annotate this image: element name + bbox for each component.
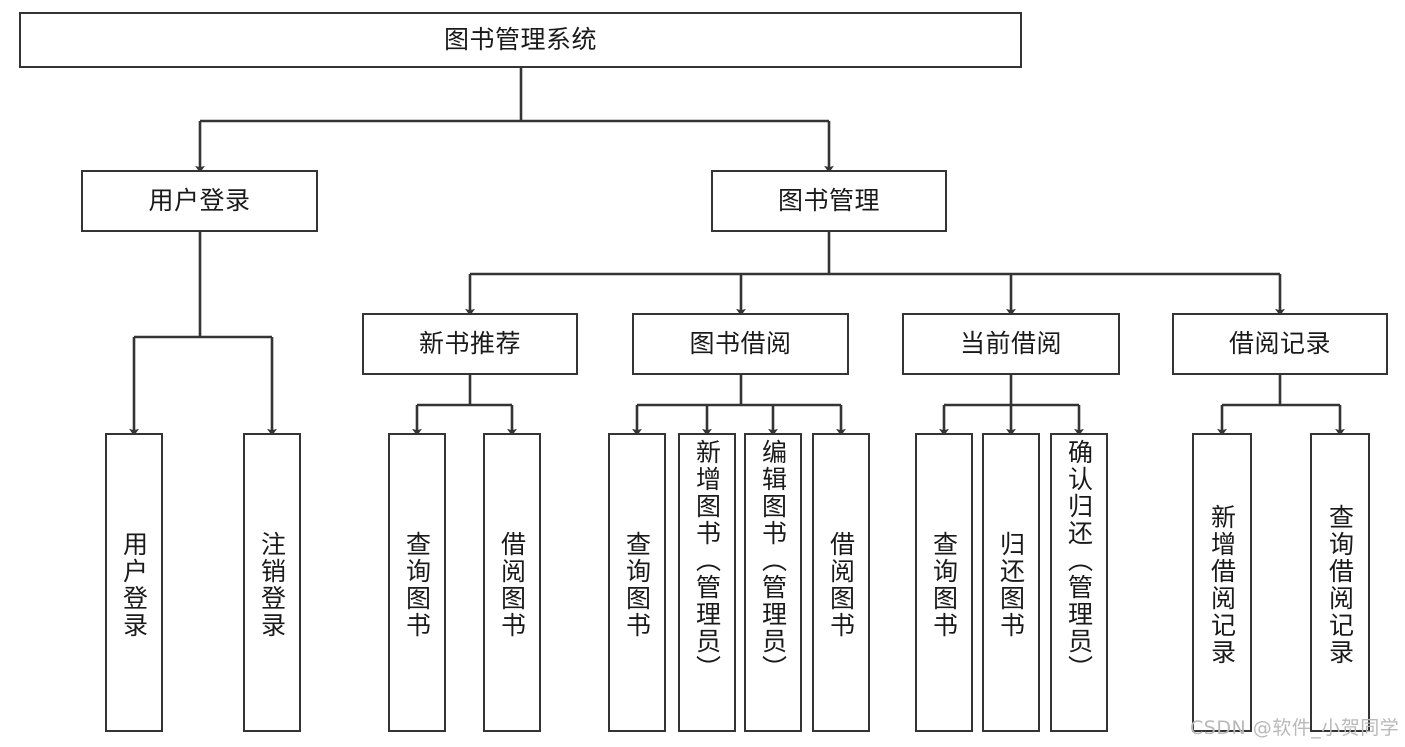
node-label: 借阅图书 xyxy=(497,530,527,639)
node-label: 新书推荐 xyxy=(418,328,521,358)
node-current-borrow[interactable]: 当前借阅 xyxy=(902,313,1120,375)
node-leaf-query-borrow-record[interactable]: 查询借阅记录 xyxy=(1310,433,1370,732)
node-label: 查询借阅记录 xyxy=(1325,503,1355,666)
node-label: 查询图书 xyxy=(622,530,652,639)
node-leaf-edit-book-admin[interactable]: 编辑图书（管理员） xyxy=(744,433,802,732)
node-label: 新增借阅记录 xyxy=(1207,503,1237,666)
node-user-login[interactable]: 用户登录 xyxy=(81,170,318,232)
node-book-borrow[interactable]: 图书借阅 xyxy=(632,313,849,375)
csdn-watermark: CSDN @软件_小贺同学 xyxy=(1190,717,1400,739)
node-leaf-borrow-book[interactable]: 借阅图书 xyxy=(812,433,870,732)
node-leaf-logout[interactable]: 注销登录 xyxy=(243,433,301,732)
node-label: 查询图书 xyxy=(402,530,432,639)
node-leaf-return-book[interactable]: 归还图书 xyxy=(982,433,1040,732)
node-leaf-add-borrow-record[interactable]: 新增借阅记录 xyxy=(1192,433,1252,732)
node-label: 用户登录 xyxy=(148,185,251,215)
node-label: 图书管理系统 xyxy=(443,24,597,54)
node-leaf-user-login[interactable]: 用户登录 xyxy=(105,433,163,732)
node-leaf-confirm-return-admin[interactable]: 确认归还（管理员） xyxy=(1050,433,1108,732)
node-label: 编辑图书（管理员） xyxy=(758,439,788,682)
node-label: 注销登录 xyxy=(257,530,287,639)
node-label: 确认归还（管理员） xyxy=(1064,439,1094,682)
node-leaf-query-book-rec[interactable]: 查询图书 xyxy=(388,433,446,732)
node-leaf-query-book-borrow[interactable]: 查询图书 xyxy=(608,433,666,732)
node-leaf-add-book-admin[interactable]: 新增图书（管理员） xyxy=(678,433,736,732)
node-label: 新增图书（管理员） xyxy=(692,439,722,682)
node-label: 图书管理 xyxy=(777,185,880,215)
node-label: 借阅记录 xyxy=(1228,328,1331,358)
node-label: 归还图书 xyxy=(996,530,1026,639)
node-label: 当前借阅 xyxy=(959,328,1062,358)
node-root[interactable]: 图书管理系统 xyxy=(19,12,1022,68)
node-book-manage[interactable]: 图书管理 xyxy=(711,170,947,232)
node-new-book-recommend[interactable]: 新书推荐 xyxy=(362,313,578,375)
node-label: 图书借阅 xyxy=(689,328,792,358)
node-leaf-query-book-current[interactable]: 查询图书 xyxy=(915,433,973,732)
node-label: 借阅图书 xyxy=(826,530,856,639)
node-leaf-borrow-book-rec[interactable]: 借阅图书 xyxy=(483,433,541,732)
node-label: 用户登录 xyxy=(119,530,149,639)
node-label: 查询图书 xyxy=(929,530,959,639)
node-borrow-record[interactable]: 借阅记录 xyxy=(1172,313,1388,375)
